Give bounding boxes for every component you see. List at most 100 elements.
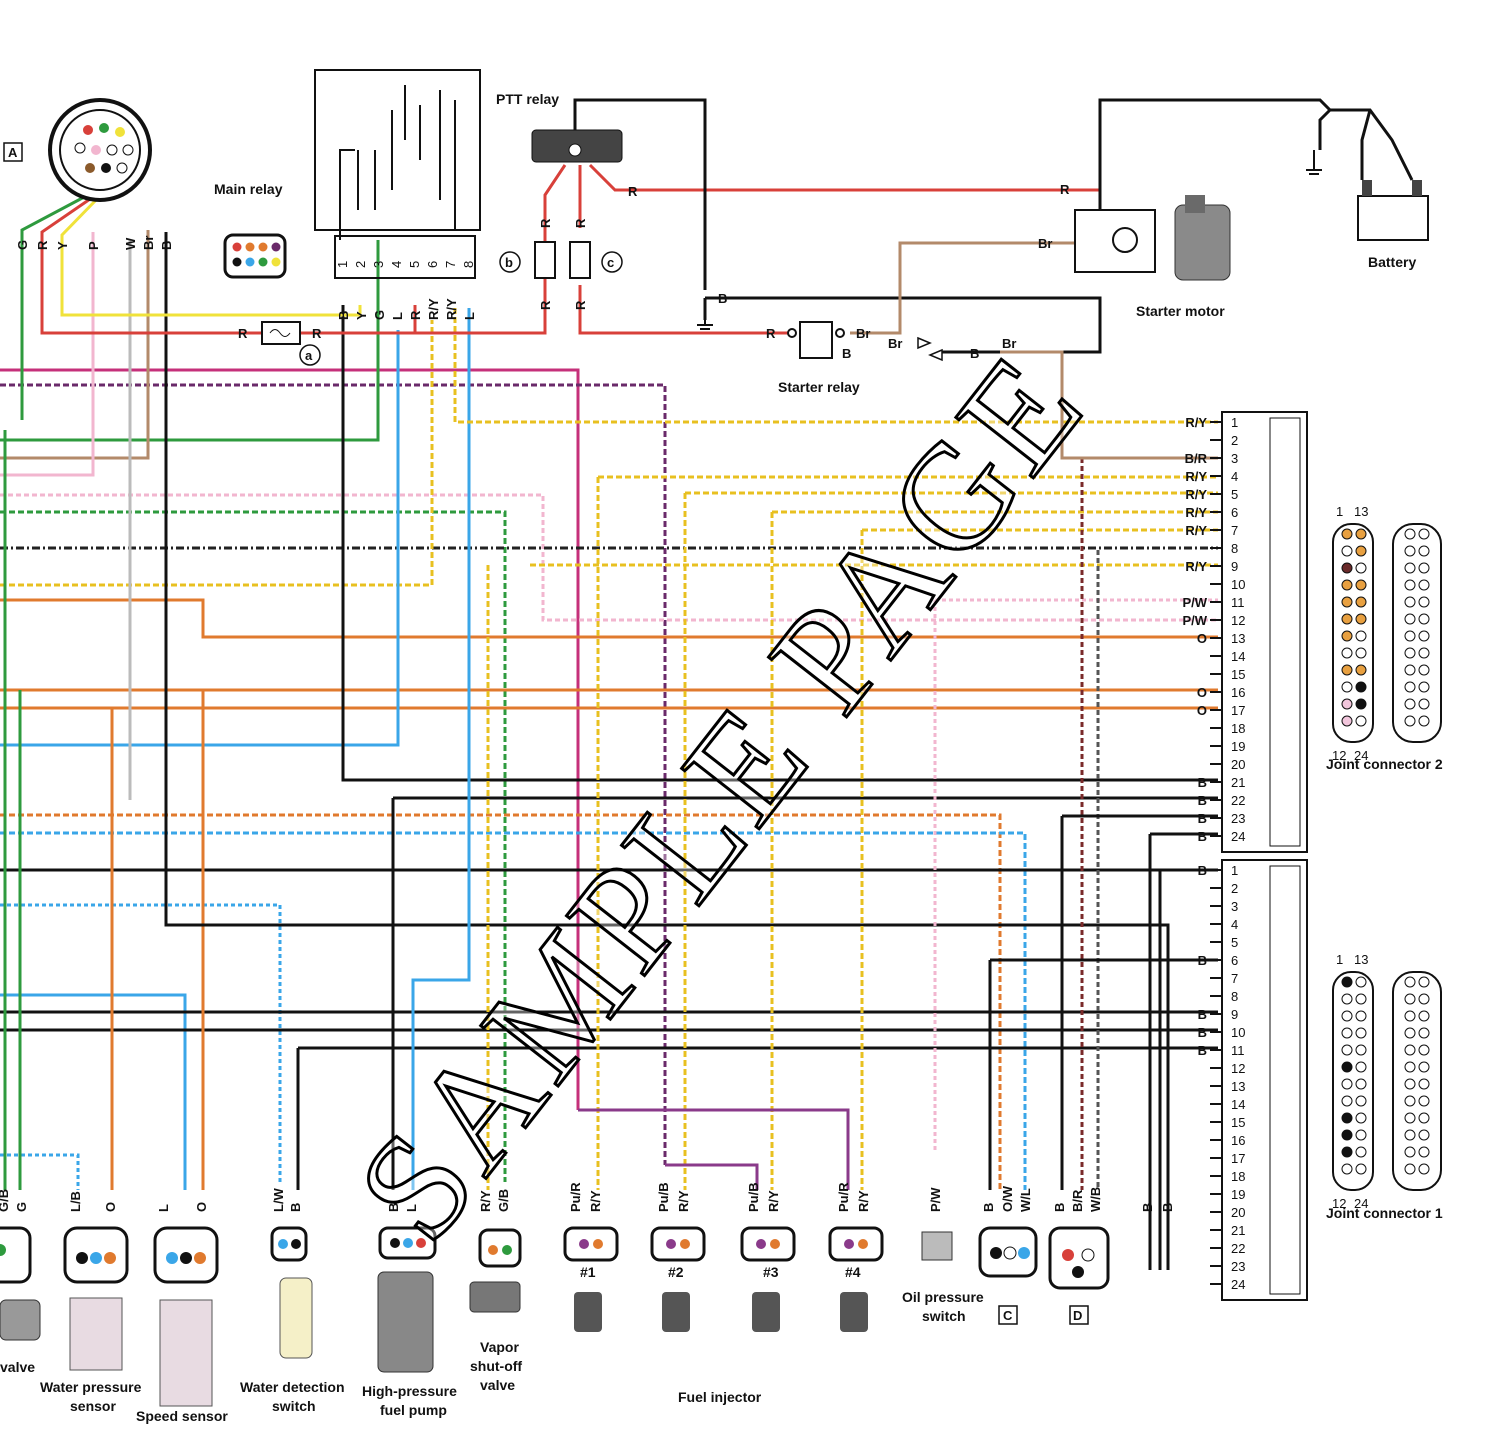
jc-pin-number: 11 [1231, 595, 1245, 610]
vapor-label-2: shut-off [470, 1358, 522, 1374]
ptt-relay-label: PTT relay [496, 91, 559, 107]
jc-cavity [1355, 681, 1367, 693]
hp-fuel-pump-label-2: fuel pump [380, 1402, 447, 1418]
jc-cavity [1341, 681, 1353, 693]
vapor-label-1: Vapor [480, 1339, 519, 1355]
bottom-wire-label: R/Y [478, 1190, 493, 1212]
jc-cavity [1355, 715, 1367, 727]
water-pressure-label-1: Water pressure [40, 1379, 142, 1395]
main-connector-wire-label: W [123, 237, 138, 250]
relay-wire-label: G [372, 310, 387, 320]
bottom-wire-label: L [156, 1204, 171, 1212]
main-connector-wire-label: P [86, 241, 101, 250]
section-tags: A C D [3, 142, 1089, 1325]
jc-cavity [1355, 613, 1367, 625]
jc-cavity [1404, 664, 1416, 676]
bottom-wire-label: W/B [1088, 1187, 1103, 1212]
jc-pin-number: 10 [1231, 577, 1245, 592]
injector-1-label: #1 [580, 1264, 596, 1280]
jc-wire-label: B [1198, 1007, 1207, 1022]
jc-cavity [1341, 1010, 1353, 1022]
jc-cavity [1418, 528, 1430, 540]
relay-pin-number: 4 [389, 261, 404, 268]
jc-cavity [1355, 1044, 1367, 1056]
wire-label: R [1060, 182, 1070, 197]
jc-cavity [1418, 1044, 1430, 1056]
relay-wire-label: L [390, 312, 405, 320]
jc-cavity [1341, 647, 1353, 659]
jc-cavity [1418, 1146, 1430, 1158]
jc-cavity [1355, 596, 1367, 608]
jc-pin-number: 16 [1231, 1133, 1245, 1148]
bottom-wire-label: G/B [0, 1189, 11, 1212]
jc-cavity [1418, 562, 1430, 574]
battery-label: Battery [1368, 254, 1416, 270]
jc-cavity [1355, 976, 1367, 988]
jc-pin-number: 20 [1231, 1205, 1245, 1220]
relay-pin-number: 3 [371, 261, 386, 268]
wire-label: R [238, 326, 248, 341]
main-connector-wire-label: Br [141, 236, 156, 250]
relay-wire-label: R/Y [426, 298, 441, 320]
diodes [917, 336, 943, 362]
wire-label: Br [856, 326, 870, 341]
jc-pin-number: 2 [1231, 433, 1238, 448]
bottom-wire-label: L/B [68, 1191, 83, 1212]
jc-cavity [1404, 613, 1416, 625]
relay-pin-number: 6 [425, 261, 440, 268]
wire-label: Br [888, 336, 902, 351]
relay-wire-label: Y [354, 311, 369, 320]
jc-cavity [1341, 562, 1353, 574]
jc-header-right: 13 [1354, 504, 1368, 519]
jc-cavity [1404, 596, 1416, 608]
jc-cavity [1418, 1095, 1430, 1107]
jc-pin-number: 23 [1231, 811, 1245, 826]
jc-wire-label: B [1198, 775, 1207, 790]
jc-pin-number: 19 [1231, 739, 1245, 754]
fuse-a [261, 321, 301, 345]
jc-footer-left: 12 [1332, 1196, 1346, 1211]
ptt-wire-label: R [538, 218, 553, 228]
bottom-wire-label: O [103, 1202, 118, 1212]
circled-letters: a b c [299, 251, 623, 366]
injector-4-label: #4 [845, 1264, 861, 1280]
jc-cavity [1355, 545, 1367, 557]
ptt-wire-label: R [538, 300, 553, 310]
jc-header-left: 1 [1336, 952, 1343, 967]
jc-pin-number: 18 [1231, 721, 1245, 736]
wire-label: B [842, 346, 851, 361]
harness-wires [0, 230, 1218, 1270]
jc-cavity [1355, 1163, 1367, 1175]
jc-cavity [1341, 715, 1353, 727]
jc-cavity [1341, 613, 1353, 625]
jc-header-left: 1 [1336, 504, 1343, 519]
jc-cavity [1355, 698, 1367, 710]
jc-pin-number: 20 [1231, 757, 1245, 772]
bottom-wire-label: Pu/B [746, 1182, 761, 1212]
section-tag-d: D [1073, 1308, 1082, 1323]
jc-cavity [1341, 1112, 1353, 1124]
jc-wire-label: B [1198, 829, 1207, 844]
jc-cavity [1341, 993, 1353, 1005]
bottom-wire-label: R/Y [856, 1190, 871, 1212]
misc-wire-labels: R R R B R Br B Br Br B R Br [238, 182, 1070, 361]
jc-cavity [1341, 579, 1353, 591]
jc-pin-number: 9 [1231, 559, 1238, 574]
jc-cavity [1418, 1061, 1430, 1073]
jc-pin-number: 12 [1231, 1061, 1245, 1076]
main-connector-wires [20, 98, 1414, 460]
jc-pin-number: 13 [1231, 1079, 1245, 1094]
jc-inner [1269, 417, 1301, 847]
circle-a: a [305, 348, 313, 363]
jc-pin-number: 6 [1231, 953, 1238, 968]
jc-cavity [1404, 1010, 1416, 1022]
bottom-wire-label: R/Y [588, 1190, 603, 1212]
jc-cavity [1355, 1129, 1367, 1141]
jc-header-right: 13 [1354, 952, 1368, 967]
jc-wire-label: R/Y [1185, 469, 1207, 484]
jc-cavity [1404, 1044, 1416, 1056]
jc-cavity [1418, 1027, 1430, 1039]
jc-cavity [1341, 1095, 1353, 1107]
jc-cavity [1341, 976, 1353, 988]
